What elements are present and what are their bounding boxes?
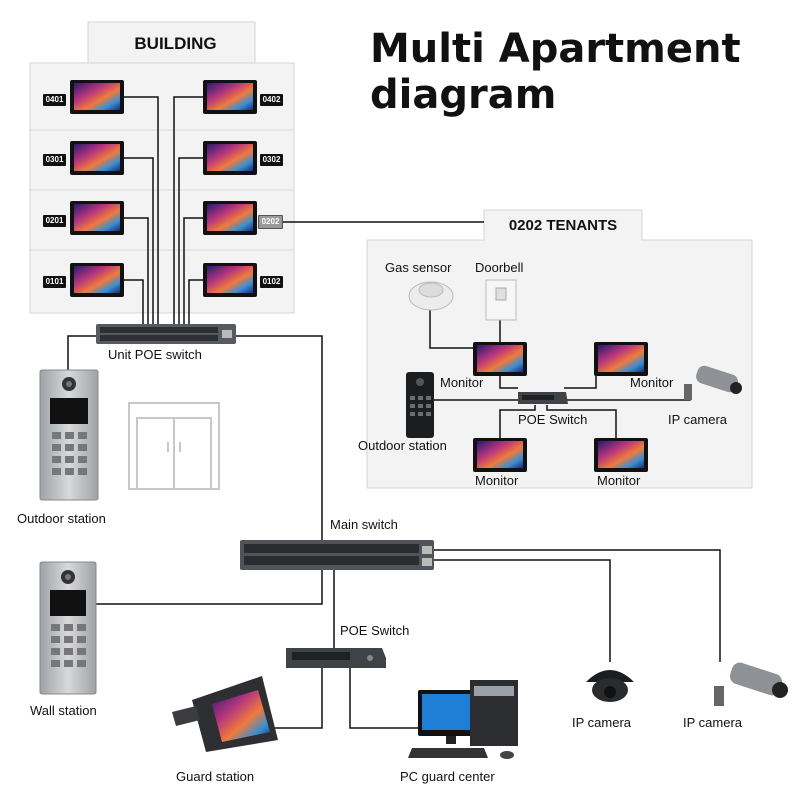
title-line-1: Multi Apartment xyxy=(370,26,741,72)
ip-camera-label-1: IP camera xyxy=(572,715,632,730)
wall-station-device xyxy=(39,561,97,695)
unit-tag-0402: 0402 xyxy=(260,94,283,106)
outdoor-station-label: Outdoor station xyxy=(17,511,106,526)
tenant-ip-camera-label: IP camera xyxy=(668,412,728,427)
tenant-monitor-label-2: Monitor xyxy=(630,375,674,390)
main-switch-device xyxy=(240,540,434,570)
unit-tag-0302: 0302 xyxy=(260,154,283,166)
gas-sensor-device xyxy=(408,281,454,311)
tenants-title: 0202 TENANTS xyxy=(508,217,618,234)
main-switch-label: Main switch xyxy=(330,517,398,532)
unit-tag-0301: 0301 xyxy=(43,154,66,166)
unit-tag-0202: 0202 xyxy=(258,215,283,229)
bullet-camera-device xyxy=(714,662,788,706)
wall-station-label: Wall station xyxy=(30,703,97,718)
building-title: BUILDING xyxy=(134,34,217,53)
unit-tag-0102: 0102 xyxy=(260,276,283,288)
unit-tag-0201: 0201 xyxy=(43,215,66,227)
wiring xyxy=(67,96,721,729)
poe-switch-label: POE Switch xyxy=(340,623,410,638)
page-title: Multi Apartment diagram xyxy=(370,26,741,118)
tenant-panel xyxy=(366,209,753,489)
tenant-outdoor-station-label: Outdoor station xyxy=(358,438,447,453)
dome-camera-device xyxy=(586,670,634,702)
guard-station-device xyxy=(172,676,278,752)
outdoor-station-device xyxy=(39,369,99,501)
tenant-ip-camera-device xyxy=(684,365,742,400)
ip-camera-label-2: IP camera xyxy=(683,715,743,730)
unit-tag-0101: 0101 xyxy=(43,276,66,288)
gas-sensor-label: Gas sensor xyxy=(385,260,452,275)
tenant-monitor-label-1: Monitor xyxy=(440,375,484,390)
tenant-monitor-label-3: Monitor xyxy=(475,473,519,488)
tenant-poe-switch-label: POE Switch xyxy=(518,412,588,427)
unit-poe-switch-label: Unit POE switch xyxy=(108,347,202,362)
door-icon xyxy=(128,402,220,490)
poe-switch-device xyxy=(286,648,386,668)
pc-device xyxy=(408,680,518,759)
unit-tag-0401: 0401 xyxy=(43,94,66,106)
doorbell-label: Doorbell xyxy=(475,260,524,275)
guard-station-label: Guard station xyxy=(176,769,255,784)
unit-poe-switch-device xyxy=(96,324,236,344)
title-line-2: diagram xyxy=(370,72,557,118)
tenant-outdoor-station-device xyxy=(406,372,434,438)
tenant-monitor-label-4: Monitor xyxy=(597,473,641,488)
doorbell-device xyxy=(485,279,517,321)
tenant-poe-switch-device xyxy=(518,392,568,404)
pc-guard-center-label: PC guard center xyxy=(400,769,495,784)
